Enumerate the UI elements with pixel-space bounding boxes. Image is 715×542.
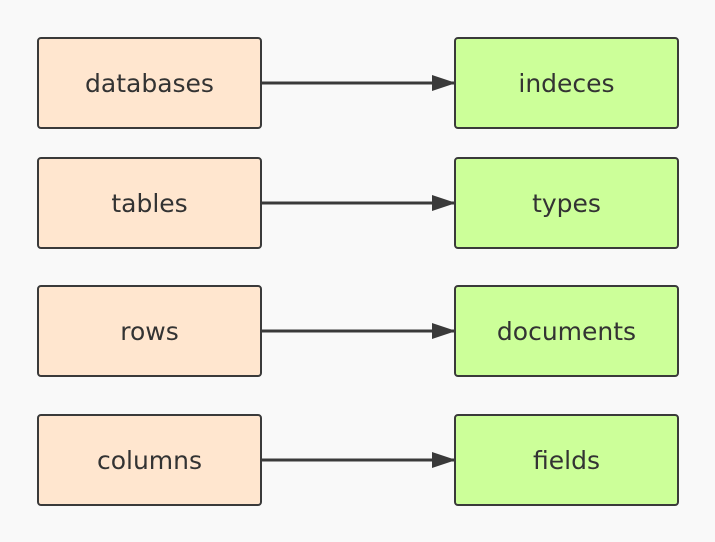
source-label: rows — [120, 316, 179, 346]
source-box-columns: columns — [37, 414, 262, 506]
target-box-fields: fields — [454, 414, 679, 506]
source-box-databases: databases — [37, 37, 262, 129]
target-label: types — [532, 188, 601, 218]
target-box-types: types — [454, 157, 679, 249]
target-label: indeces — [518, 68, 615, 98]
source-label: tables — [111, 188, 188, 218]
source-label: columns — [96, 445, 203, 475]
target-box-documents: documents — [454, 285, 679, 377]
source-box-rows: rows — [37, 285, 262, 377]
target-label: documents — [496, 316, 637, 346]
target-box-indeces: indeces — [454, 37, 679, 129]
source-label: databases — [85, 68, 214, 98]
source-box-tables: tables — [37, 157, 262, 249]
target-label: fields — [533, 445, 600, 475]
